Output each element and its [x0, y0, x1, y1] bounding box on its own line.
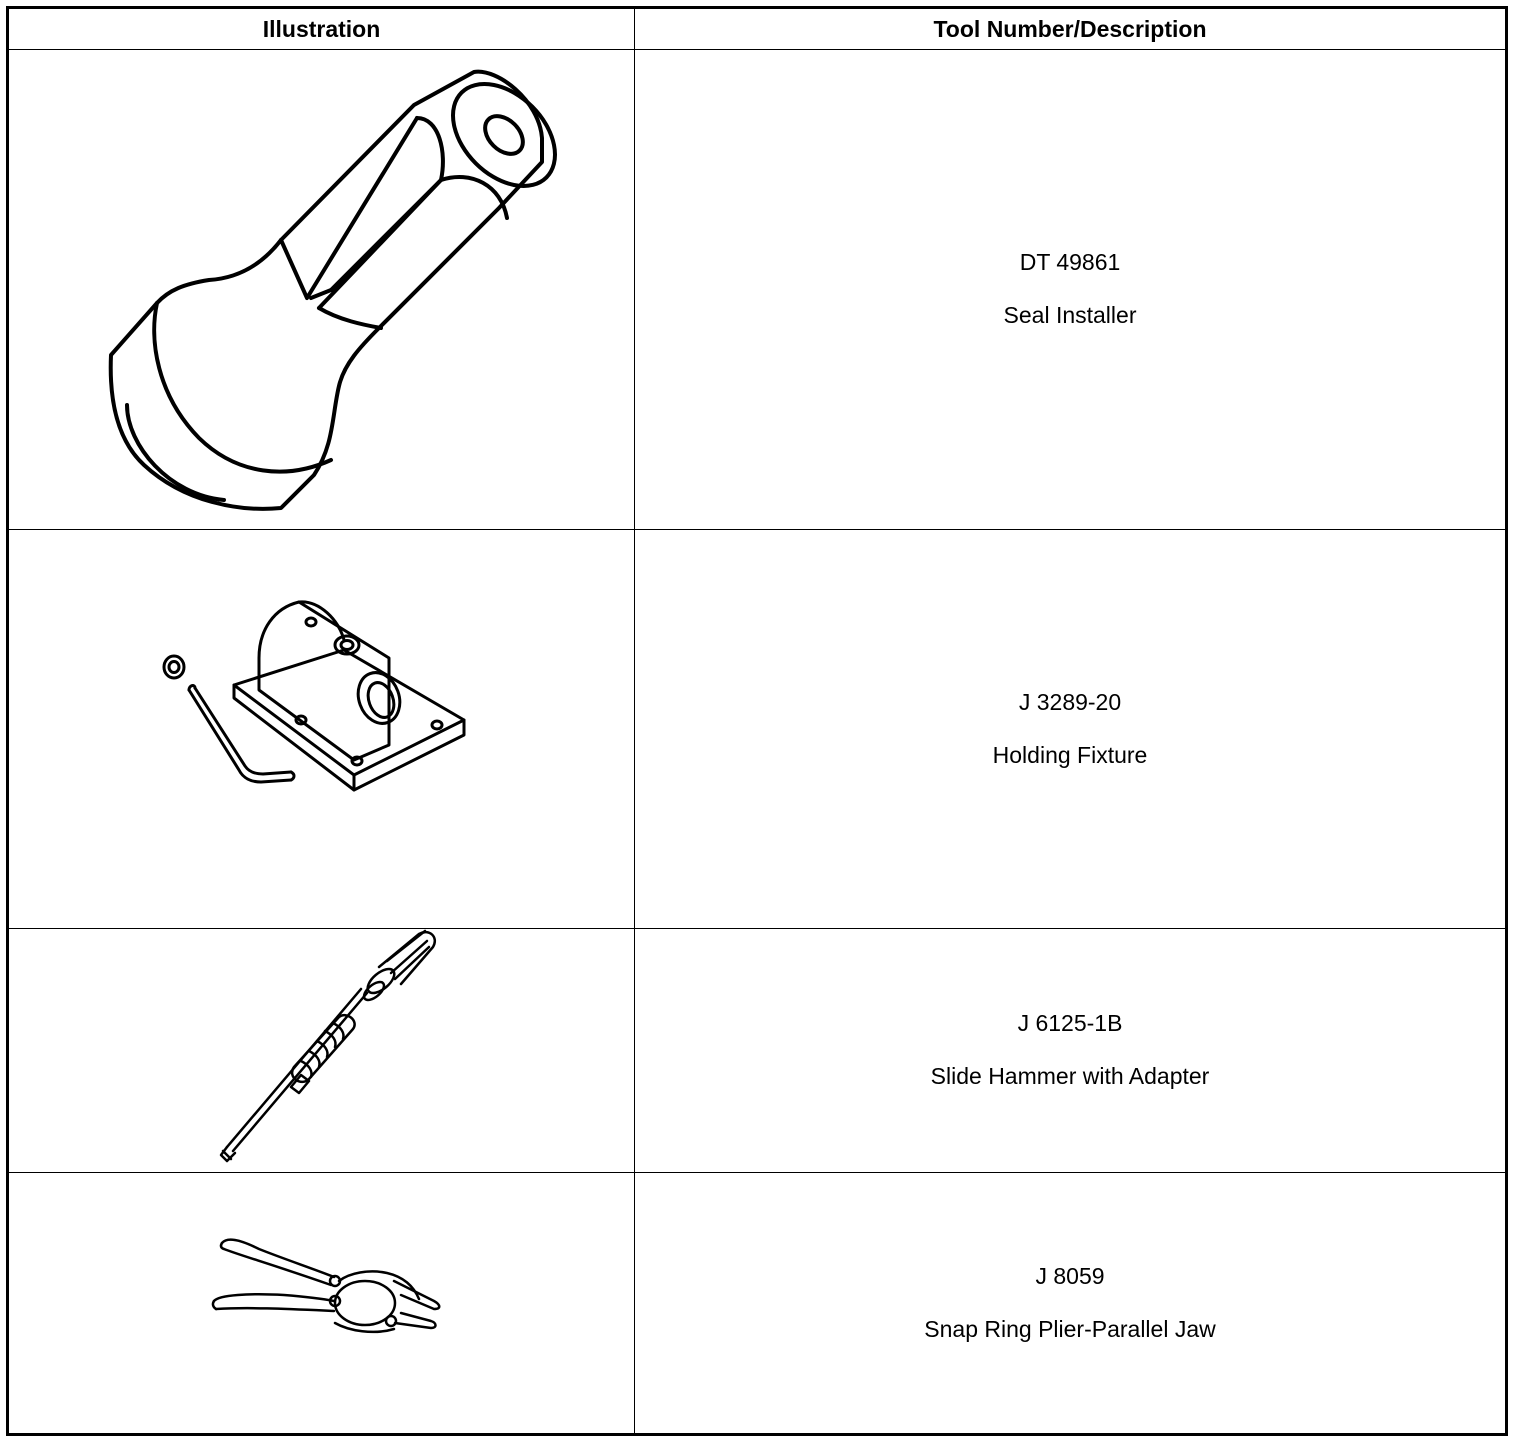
tool-info-cell: J 8059 Snap Ring Plier-Parallel Jaw	[634, 1171, 1507, 1436]
table-row: J 8059 Snap Ring Plier-Parallel Jaw	[7, 1171, 1507, 1436]
tool-number: J 6125-1B	[1017, 1010, 1123, 1037]
illustration-cell	[7, 49, 635, 530]
tool-info-cell: J 3289-20 Holding Fixture	[634, 528, 1507, 930]
tool-number: J 8059	[1035, 1262, 1105, 1289]
tool-description: Seal Installer	[1003, 302, 1137, 329]
table-header-row: Illustration Tool Number/Description	[7, 7, 1507, 50]
header-illustration: Illustration	[7, 7, 635, 50]
tool-number: DT 49861	[1019, 249, 1121, 276]
seal-installer-icon	[108, 70, 557, 512]
snap-ring-plier-icon	[211, 1238, 441, 1333]
illustration-cell	[7, 928, 635, 1173]
table-row: J 6125-1B Slide Hammer with Adapter	[7, 928, 1507, 1173]
slide-hammer-icon	[219, 930, 436, 1163]
illustration-cell	[7, 1171, 635, 1436]
holding-fixture-icon	[162, 600, 466, 792]
table-row: J 3289-20 Holding Fixture	[7, 528, 1507, 930]
table-row: DT 49861 Seal Installer	[7, 49, 1507, 530]
tool-description: Holding Fixture	[992, 741, 1148, 768]
illustration-cell	[7, 528, 635, 930]
tool-info-cell: J 6125-1B Slide Hammer with Adapter	[634, 928, 1507, 1173]
tool-info-cell: DT 49861 Seal Installer	[634, 49, 1507, 530]
tool-description: Snap Ring Plier-Parallel Jaw	[924, 1315, 1216, 1342]
special-tools-table: Illustration Tool Number/Description	[6, 6, 1508, 1436]
tool-description: Slide Hammer with Adapter	[930, 1063, 1210, 1090]
header-tool-number-description: Tool Number/Description	[634, 7, 1507, 50]
tool-number: J 3289-20	[1018, 688, 1122, 715]
